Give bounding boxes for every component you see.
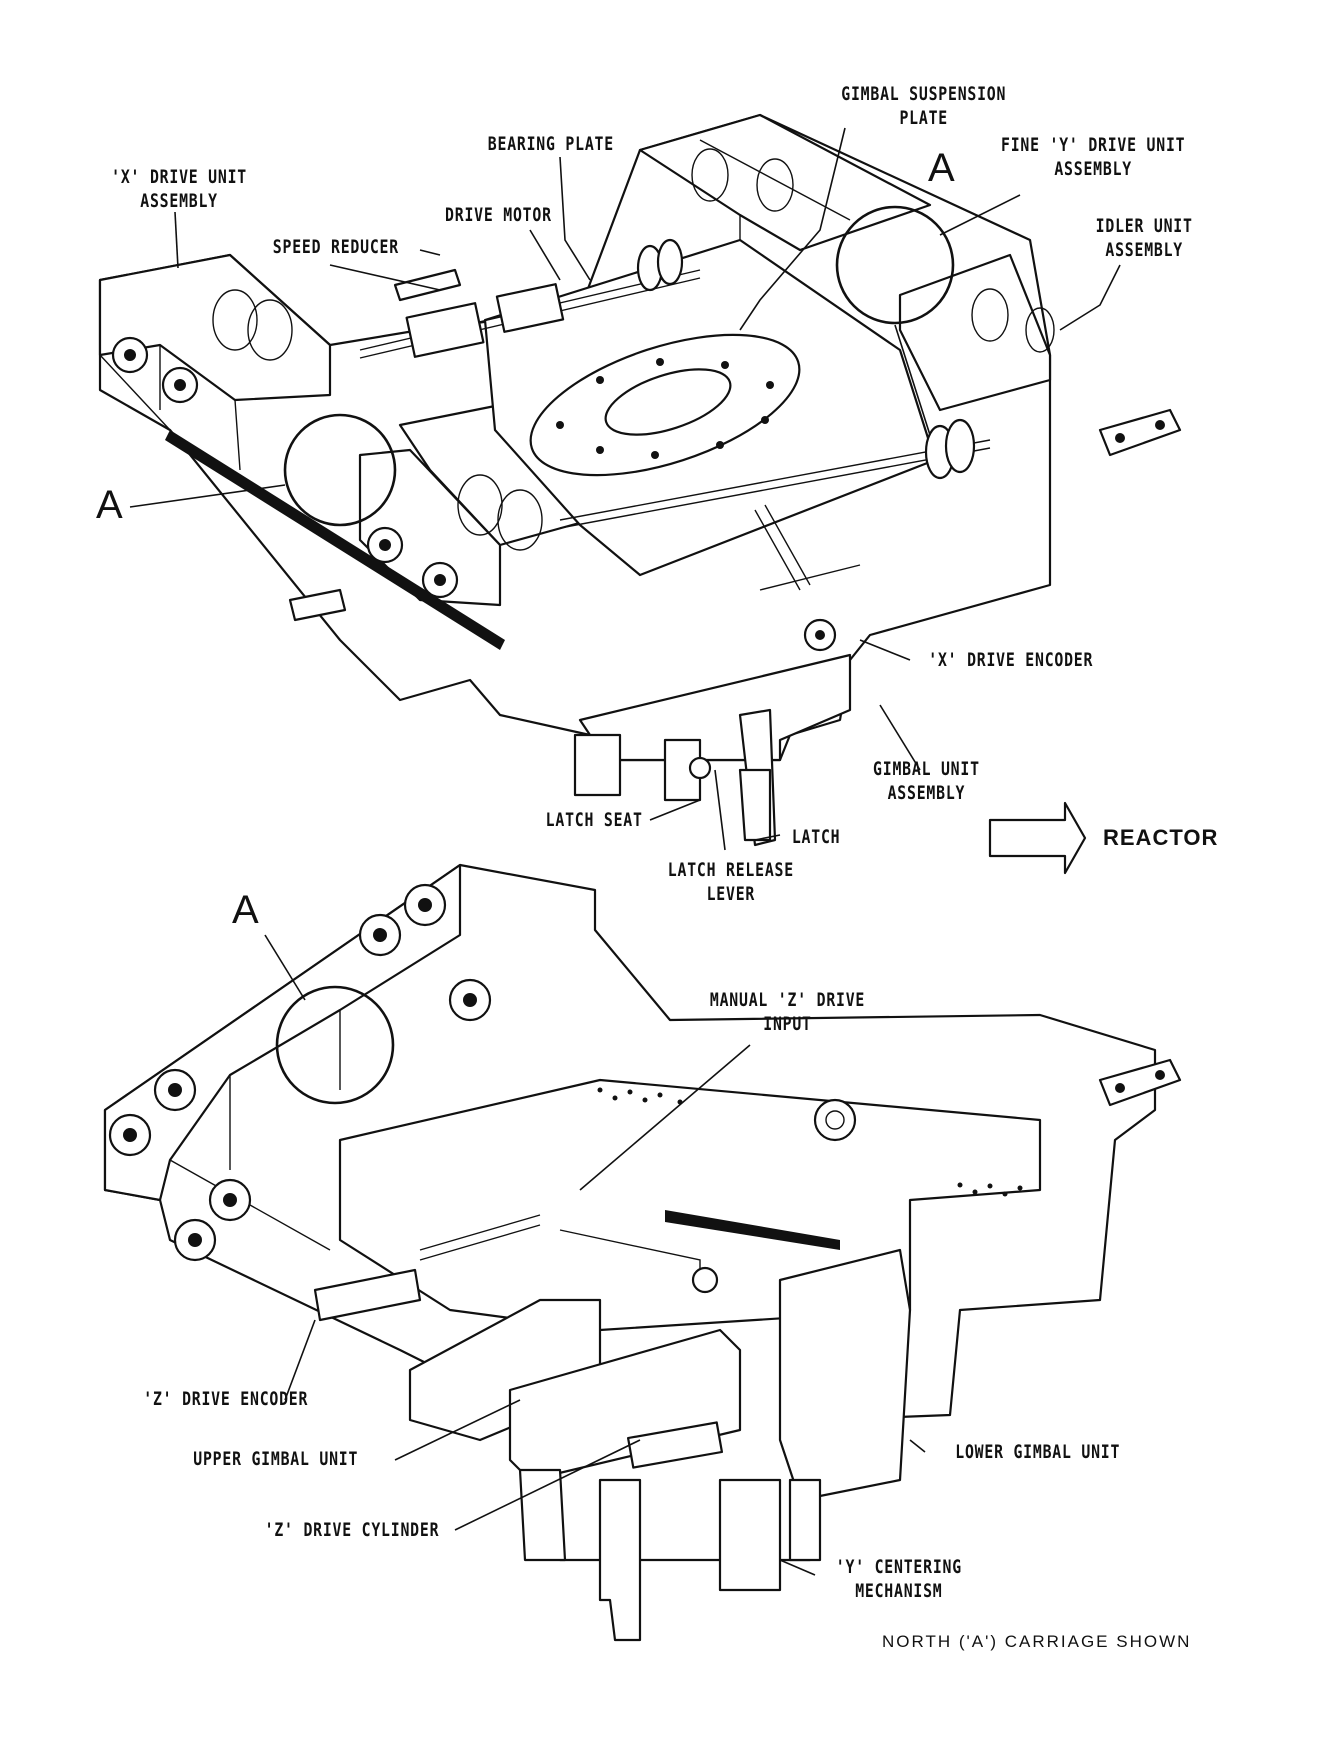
leader-lines [129,127,1121,1576]
top-carriage-view [98,113,1182,847]
label-z-drive-cylinder: 'Z' DRIVE CYLINDER [264,1519,440,1541]
label-y-centering-mechanism: 'Y' CENTERING MECHANISM [835,1556,962,1602]
label-upper-gimbal-unit: UPPER GIMBAL UNIT [193,1448,359,1470]
figure-caption: NORTH ('A') CARRIAGE SHOWN [882,1632,1192,1651]
detail-marker-a-top-right: A [928,146,955,190]
label-bearing-plate: BEARING PLATE [487,133,614,155]
label-latch: LATCH [791,826,841,848]
label-gimbal-unit: GIMBAL UNIT ASSEMBLY [873,758,980,804]
reactor-arrow [988,801,1087,875]
label-lower-gimbal-unit: LOWER GIMBAL UNIT [955,1441,1121,1463]
bottom-carriage-view [103,863,1182,1642]
direction-label-reactor: REACTOR [1103,825,1219,850]
label-latch-seat: LATCH SEAT [545,809,643,831]
label-gimbal-suspension-plate: GIMBAL SUSPENSION PLATE [841,83,1007,129]
label-drive-motor: DRIVE MOTOR [445,204,552,226]
label-latch-release-lever: LATCH RELEASE LEVER [667,859,794,905]
label-x-drive-encoder: 'X' DRIVE ENCODER [928,649,1094,671]
label-idler-unit: IDLER UNIT ASSEMBLY [1095,215,1193,261]
label-z-drive-encoder: 'Z' DRIVE ENCODER [143,1388,309,1410]
label-manual-z-drive-input: MANUAL 'Z' DRIVE INPUT [709,989,866,1035]
label-x-drive-unit: 'X' DRIVE UNIT ASSEMBLY [111,166,247,212]
detail-marker-a-bottom: A [232,888,259,932]
label-fine-y-drive-unit: FINE 'Y' DRIVE UNIT ASSEMBLY [1000,134,1186,180]
label-speed-reducer: SPEED REDUCER [272,236,399,258]
detail-marker-a-top-left: A [96,483,123,527]
